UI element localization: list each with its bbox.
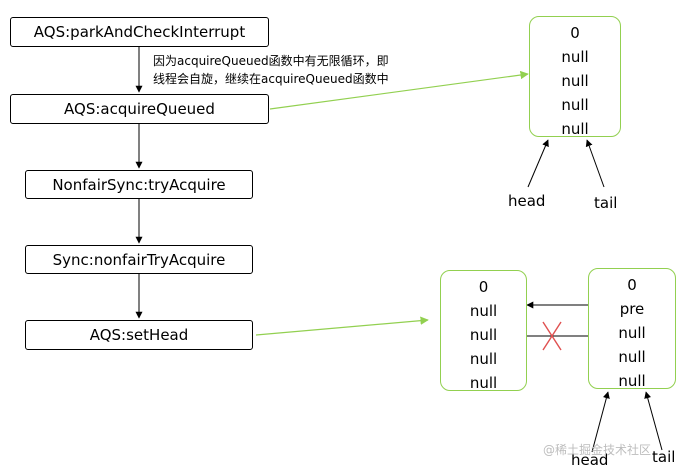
node-cell: null (561, 48, 589, 66)
call-box-park: AQS:parkAndCheckInterrupt (10, 17, 269, 47)
node-cell: null (618, 324, 646, 342)
node-cell: null (561, 96, 589, 114)
call-box-set-head: AQS:setHead (25, 320, 253, 350)
node-cell: null (561, 120, 589, 138)
link-arrow-sethead (255, 316, 429, 336)
head-label-before: head (508, 192, 546, 210)
tail-label-after: tail (652, 448, 676, 466)
spin-note-line-2: 线程会自旋，继续在acquireQueued函数中 (153, 72, 389, 86)
call-box-try-acquire: NonfairSync:tryAcquire (25, 170, 253, 199)
call-box-acquire-queued: AQS:acquireQueued (10, 94, 269, 124)
cross-mark-b (542, 321, 562, 351)
queue-node-old-head: 0 null null null null (440, 270, 527, 392)
tail-pointer-arrow-1 (585, 139, 605, 188)
head-pointer-arrow-1 (527, 139, 549, 188)
watermark: @稀土掘金技术社区 (543, 443, 652, 457)
node-cell: null (469, 350, 498, 368)
node-cell: null (469, 374, 498, 392)
tail-pointer-arrow-2 (644, 391, 663, 451)
node-cell: null (561, 72, 589, 90)
queue-node-new-head: 0 pre null null null (588, 268, 676, 390)
node-cell: null (469, 302, 498, 320)
node-cell: 0 (478, 278, 489, 296)
node-cell: null (618, 348, 646, 366)
head-label-after: head (571, 451, 609, 469)
node-cell: 0 (570, 24, 580, 42)
tail-label-before: tail (594, 194, 618, 212)
link-arrow-acquire (269, 70, 529, 110)
spin-note-line-1: 因为acquireQueued函数中有无限循环，即 (153, 54, 389, 68)
node-cell: null (618, 372, 646, 390)
call-box-nonfair-try-acquire: Sync:nonfairTryAcquire (25, 245, 253, 274)
node-cell: null (469, 326, 498, 344)
head-pointer-arrow-2 (591, 391, 610, 453)
node-cell: 0 (627, 276, 637, 294)
node-cell: pre (619, 300, 645, 318)
queue-node-before: 0 null null null null (529, 16, 621, 138)
